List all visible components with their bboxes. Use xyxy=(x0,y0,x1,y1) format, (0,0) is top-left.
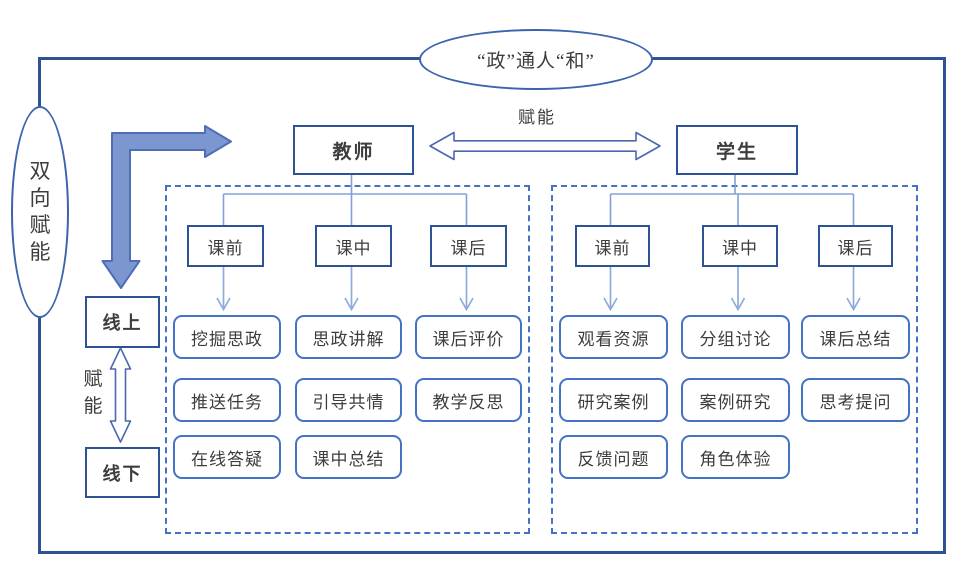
activity-box-student: 研究案例 xyxy=(559,378,668,422)
activity-label: 课后总结 xyxy=(819,329,892,349)
activity-box-teacher: 思政讲解 xyxy=(295,315,402,359)
teacher-phase-before-box: 课前 xyxy=(187,225,264,267)
student-branch-lines xyxy=(609,171,855,225)
teacher-box: 教师 xyxy=(293,125,414,175)
activity-label: 观看资源 xyxy=(577,329,650,349)
empower-label-horizontal: 赋能 xyxy=(518,108,556,127)
activity-box-teacher: 挖掘思政 xyxy=(173,315,281,359)
diagram-title: “政”通人“和” xyxy=(477,51,595,72)
activity-label: 分组讨论 xyxy=(699,329,772,349)
title-ellipse: “政”通人“和” xyxy=(419,29,653,90)
activity-label: 推送任务 xyxy=(191,392,263,412)
student-phase-after-box: 课后 xyxy=(818,225,893,267)
offline-label: 线下 xyxy=(102,463,143,484)
activity-label: 思考提问 xyxy=(819,392,892,412)
activity-box-student: 反馈问题 xyxy=(559,435,668,479)
teacher-dashed-panel xyxy=(165,185,530,534)
activity-label: 案例研究 xyxy=(699,392,772,412)
activity-box-teacher: 推送任务 xyxy=(173,378,281,422)
online-label: 线上 xyxy=(102,313,143,333)
activity-label: 课后评价 xyxy=(432,329,505,349)
activity-label: 教学反思 xyxy=(432,392,505,412)
phase-label: 课后 xyxy=(837,238,874,258)
activity-box-teacher: 在线答疑 xyxy=(173,435,281,479)
activity-label: 挖掘思政 xyxy=(191,329,263,349)
phase-label: 课中 xyxy=(335,238,372,258)
activity-box-student: 角色体验 xyxy=(681,435,790,479)
activity-label: 研究案例 xyxy=(577,392,650,412)
activity-box-teacher: 课中总结 xyxy=(295,435,402,479)
activity-box-teacher: 引导共情 xyxy=(295,378,402,422)
phase-label: 课后 xyxy=(450,238,487,258)
student-label: 学生 xyxy=(715,141,758,163)
activity-box-student: 观看资源 xyxy=(559,315,668,359)
student-phase-during-box: 课中 xyxy=(702,225,778,267)
empower-label-vertical: 赋能 xyxy=(83,369,103,417)
activity-box-teacher: 教学反思 xyxy=(415,378,522,422)
teacher-branch-lines xyxy=(222,171,468,225)
activity-box-teacher: 课后评价 xyxy=(415,315,522,359)
teacher-phase-after-box: 课后 xyxy=(430,225,507,267)
mutual-empowerment-ellipse: 双向赋能 xyxy=(11,106,69,318)
student-box: 学生 xyxy=(676,125,798,175)
activity-box-student: 案例研究 xyxy=(681,378,790,422)
teacher-phase-during-box: 课中 xyxy=(315,225,392,267)
elbow-double-arrow xyxy=(101,125,232,289)
online-offline-double-arrow xyxy=(109,347,132,443)
activity-label: 思政讲解 xyxy=(312,329,385,349)
activity-label: 角色体验 xyxy=(699,449,772,469)
activity-box-student: 课后总结 xyxy=(801,315,910,359)
phase-label: 课前 xyxy=(594,238,631,258)
phase-down-arrows xyxy=(216,263,861,312)
activity-label: 在线答疑 xyxy=(191,449,263,469)
offline-box: 线下 xyxy=(85,447,160,498)
online-box: 线上 xyxy=(85,296,160,348)
phase-label: 课中 xyxy=(722,238,758,258)
activity-box-student: 分组讨论 xyxy=(681,315,790,359)
activity-box-student: 思考提问 xyxy=(801,378,910,422)
student-phase-before-box: 课前 xyxy=(575,225,650,267)
activity-label: 课中总结 xyxy=(312,449,385,469)
teacher-label: 教师 xyxy=(332,141,375,163)
activity-label: 引导共情 xyxy=(312,392,385,412)
teacher-student-double-arrow xyxy=(429,131,661,161)
activity-label: 反馈问题 xyxy=(577,449,650,469)
mutual-empowerment-label: 双向赋能 xyxy=(29,159,51,264)
phase-label: 课前 xyxy=(207,238,244,258)
